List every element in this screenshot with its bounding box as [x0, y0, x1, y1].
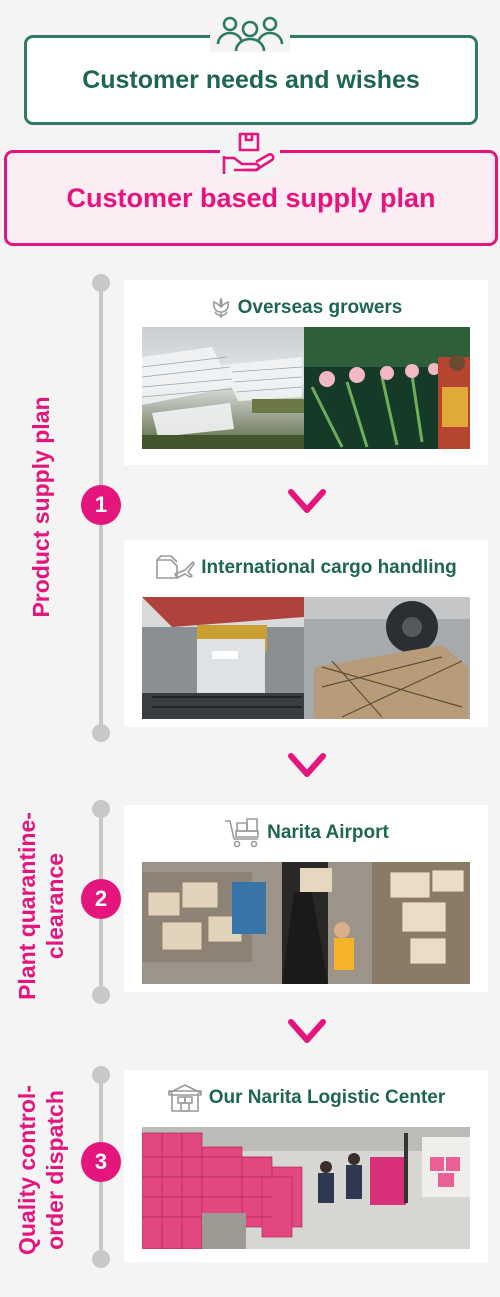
supply-plan-label: Customer based supply plan: [66, 182, 436, 213]
card-header: Narita Airport: [124, 805, 488, 861]
rail-dot: [92, 1066, 110, 1084]
phase-label: Product supply plan: [28, 396, 54, 618]
flower-icon: [212, 297, 229, 318]
hand-box-icon: [220, 130, 280, 178]
phase-number-badge: 2: [81, 879, 121, 919]
step-card-logistic-center: Our Narita Logistic Center: [124, 1070, 488, 1262]
step-title: Narita Airport: [267, 822, 389, 843]
people-group-icon: [210, 12, 290, 52]
rail-dot: [92, 800, 110, 818]
rail-dot: [92, 274, 110, 292]
phase-number-badge: 1: [81, 485, 121, 525]
chevron-down-icon: [287, 752, 327, 780]
rail-dot: [92, 986, 110, 1004]
step-title: Overseas growers: [237, 297, 403, 318]
phase-label: Plant quarantine- clearance: [14, 812, 68, 1000]
customer-needs-label: Customer needs and wishes: [82, 65, 420, 94]
warehouse-icon: [167, 1084, 202, 1112]
step-card-overseas-growers: Overseas growers: [124, 280, 488, 465]
growers-photo: [142, 327, 470, 449]
chevron-down-icon: [287, 488, 327, 516]
rail-dot: [92, 724, 110, 742]
luggage-cart-icon: [225, 818, 259, 848]
phase-number-badge: 3: [81, 1142, 121, 1182]
logistic-center-photo: [142, 1127, 470, 1249]
card-header: Overseas growers: [124, 280, 488, 336]
step-card-cargo-handling: International cargo handling: [124, 540, 488, 727]
cargo-photo: [142, 597, 470, 719]
card-header: Our Narita Logistic Center: [124, 1070, 488, 1126]
card-header: International cargo handling: [124, 540, 488, 596]
airplane-cargo-icon: [156, 555, 196, 579]
rail-dot: [92, 1250, 110, 1268]
airport-photo: [142, 862, 470, 984]
step-title: International cargo handling: [201, 557, 457, 578]
phase-label: Quality control- order dispatch: [14, 1085, 68, 1255]
step-card-narita-airport: Narita Airport: [124, 805, 488, 992]
step-title: Our Narita Logistic Center: [208, 1087, 446, 1108]
chevron-down-icon: [287, 1018, 327, 1046]
